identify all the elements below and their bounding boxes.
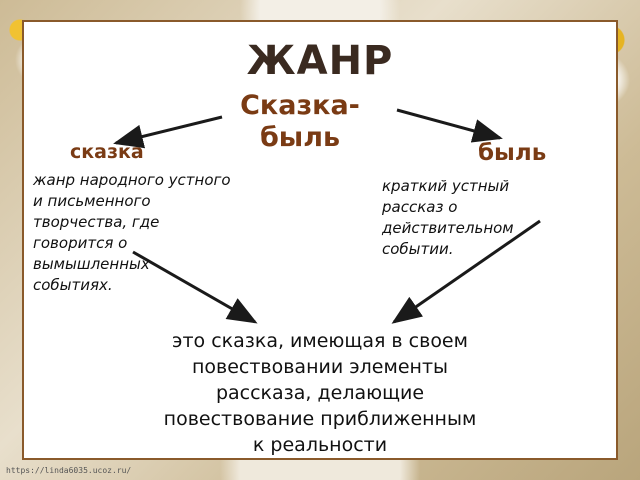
center-term-line: быль <box>259 122 341 153</box>
definition-line: действительном <box>382 219 514 237</box>
center-term-line: Сказка- <box>240 90 360 121</box>
conclusion-line: к реальности <box>252 434 388 456</box>
conclusion-line: рассказа, делающие <box>215 382 425 404</box>
skazka-definition: жанр народного устного и письменного тво… <box>33 170 283 296</box>
center-term: Сказка- быль <box>200 90 400 154</box>
definition-line: краткий устный <box>382 177 510 195</box>
definition-line: вымышленных <box>33 255 150 273</box>
definition-line: и письменного <box>33 192 151 210</box>
genre-title: ЖАНР <box>246 38 394 84</box>
arrow-to-byl <box>396 108 503 143</box>
conclusion-text: это сказка, имеющая в своем повествовани… <box>120 328 520 458</box>
slide-panel <box>22 20 618 460</box>
definition-line: творчества, где <box>33 213 160 231</box>
source-watermark: https://linda6035.ucoz.ru/ <box>6 466 132 475</box>
arrow-right-to-conclusion <box>391 219 541 324</box>
definition-line: событии. <box>382 240 454 258</box>
byl-definition: краткий устный рассказ о действительном … <box>382 176 572 260</box>
conclusion-line: это сказка, имеющая в своем <box>172 330 468 352</box>
arrow-left-to-conclusion <box>132 250 258 324</box>
right-term-byl: быль <box>478 140 547 166</box>
definition-line: событиях. <box>33 276 113 294</box>
left-term-skazka: сказка <box>70 141 144 163</box>
arrow-to-skazka <box>113 115 223 149</box>
conclusion-line: повествование приближенным <box>163 408 477 430</box>
conclusion-line: повествовании элементы <box>191 356 449 378</box>
definition-line: рассказ о <box>382 198 458 216</box>
definition-line: говорится о <box>33 234 128 252</box>
definition-line: жанр народного устного <box>33 171 231 189</box>
